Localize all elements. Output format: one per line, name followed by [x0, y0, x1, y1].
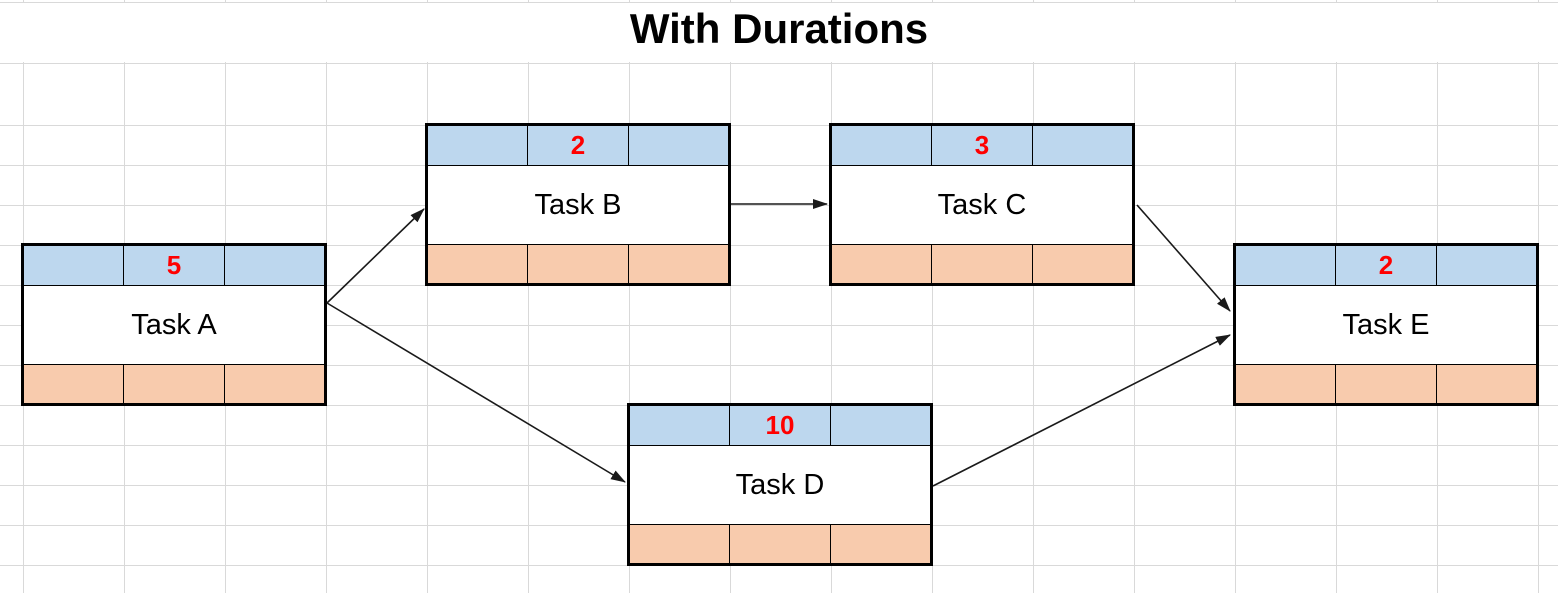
top-row: 10 [630, 406, 930, 446]
bottom-row [832, 244, 1132, 283]
task-label: Task B [534, 188, 622, 221]
early-finish-cell [627, 126, 728, 165]
task-node-e: 2 Task E [1233, 243, 1539, 406]
late-finish-cell [223, 365, 324, 403]
title-band [0, 3, 1558, 62]
duration-cell: 3 [931, 126, 1031, 165]
late-finish-cell [1031, 245, 1132, 283]
top-row: 3 [832, 126, 1132, 166]
bottom-row [630, 524, 930, 563]
early-finish-cell [829, 406, 930, 445]
bottom-row [24, 364, 324, 403]
early-start-cell [630, 406, 729, 445]
float-cell [527, 245, 627, 283]
late-finish-cell [829, 525, 930, 563]
early-start-cell [1236, 246, 1335, 285]
early-finish-cell [1031, 126, 1132, 165]
late-finish-cell [627, 245, 728, 283]
late-start-cell [428, 245, 527, 283]
duration-cell: 2 [1335, 246, 1435, 285]
bottom-row [428, 244, 728, 283]
early-finish-cell [1435, 246, 1536, 285]
task-label: Task E [1342, 308, 1430, 341]
float-cell [729, 525, 829, 563]
early-finish-cell [223, 246, 324, 285]
grid-row-line [0, 2, 1558, 3]
duration-cell: 5 [123, 246, 223, 285]
duration-cell: 10 [729, 406, 829, 445]
grid-row-line [0, 63, 1558, 64]
task-node-c: 3 Task C [829, 123, 1135, 286]
late-finish-cell [1435, 365, 1536, 403]
diagram-title: With Durations [629, 5, 929, 52]
task-node-d: 10 Task D [627, 403, 933, 566]
late-start-cell [832, 245, 931, 283]
float-cell [123, 365, 223, 403]
task-node-a: 5 Task A [21, 243, 327, 406]
early-start-cell [832, 126, 931, 165]
task-label: Task D [735, 468, 825, 501]
top-row: 5 [24, 246, 324, 286]
float-cell [931, 245, 1031, 283]
late-start-cell [24, 365, 123, 403]
late-start-cell [630, 525, 729, 563]
bottom-row [1236, 364, 1536, 403]
task-label: Task C [937, 188, 1027, 221]
late-start-cell [1236, 365, 1335, 403]
early-start-cell [24, 246, 123, 285]
top-row: 2 [428, 126, 728, 166]
float-cell [1335, 365, 1435, 403]
task-label: Task A [131, 308, 217, 341]
top-row: 2 [1236, 246, 1536, 286]
task-node-b: 2 Task B [425, 123, 731, 286]
duration-cell: 2 [527, 126, 627, 165]
early-start-cell [428, 126, 527, 165]
